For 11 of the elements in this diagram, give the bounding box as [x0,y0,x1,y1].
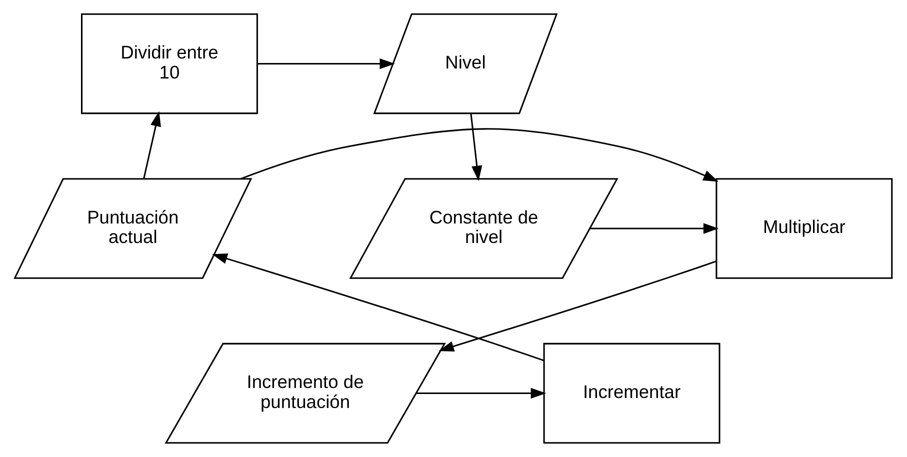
arrow [143,111,161,179]
arrow [470,113,482,182]
arrow [212,253,544,362]
node-box: Dividir entre 10 [81,13,258,114]
node-box: Incrementar [543,342,720,444]
arrow [240,128,718,182]
arrow [416,388,546,399]
node-box: Multiplicar [716,178,893,279]
arrow [257,58,396,70]
arrow [590,223,719,234]
arrow [438,260,717,352]
